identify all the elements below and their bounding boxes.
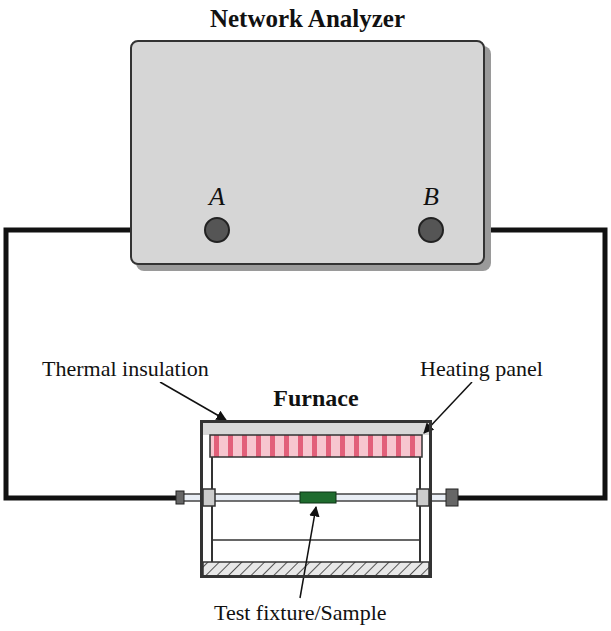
node-title: Network Analyzer: [132, 4, 483, 34]
leader-line: [160, 382, 226, 420]
analyzer-box: Network AnalyzerAB: [130, 40, 485, 265]
flange: [203, 489, 215, 506]
sample: [300, 492, 336, 503]
callout-label: Heating panel: [418, 356, 545, 382]
port-label: B: [420, 181, 442, 212]
port-label: A: [206, 181, 228, 212]
flange: [417, 489, 429, 506]
connector: [446, 489, 458, 506]
thermal-insulation: [203, 423, 429, 435]
heating-panel: [210, 435, 422, 457]
port-connector: A: [204, 217, 230, 243]
node-title: Furnace: [203, 384, 429, 413]
port-connector: B: [418, 217, 444, 243]
furnace-box: Furnace: [200, 420, 432, 578]
connector: [176, 491, 184, 504]
leader-line: [300, 507, 316, 598]
furnace-wall: [211, 457, 213, 562]
furnace-wall: [419, 457, 421, 562]
furnace-shelf: [212, 539, 420, 541]
furnace-base: [203, 562, 429, 576]
callout-label: Thermal insulation: [40, 356, 211, 382]
callout-label: Test fixture/Sample: [212, 600, 389, 626]
